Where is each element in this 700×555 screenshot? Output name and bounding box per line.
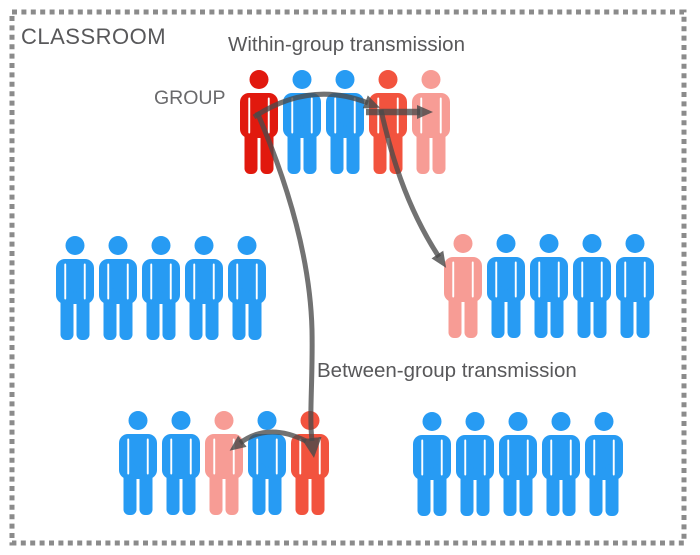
group-mid-right: [444, 234, 654, 338]
person-icon-exposed_pink: [205, 411, 243, 515]
person-icon-susceptible_blue: [456, 412, 494, 516]
group-bottom-left: [119, 411, 329, 515]
between-group-transmission-label: Between-group transmission: [317, 359, 577, 382]
arrow-within-bottom-arc: [229, 429, 308, 451]
person-icon-susceptible_blue: [228, 236, 266, 340]
arrow-within-top-arc: [252, 91, 381, 120]
group-bottom-right: [413, 412, 623, 516]
person-icon-susceptible_blue: [326, 70, 364, 174]
person-icon-susceptible_blue: [499, 412, 537, 516]
person-icon-susceptible_blue: [530, 234, 568, 338]
person-icon-susceptible_blue: [413, 412, 451, 516]
person-icon-susceptible_blue: [542, 412, 580, 516]
person-icon-susceptible_blue: [56, 236, 94, 340]
person-icon-susceptible_blue: [585, 412, 623, 516]
person-icon-susceptible_blue: [248, 411, 286, 515]
arrow-between-to-mid-right: [378, 109, 447, 268]
person-icon-susceptible_blue: [616, 234, 654, 338]
person-icon-susceptible_blue: [162, 411, 200, 515]
person-icon-susceptible_blue: [119, 411, 157, 515]
within-group-transmission-label: Within-group transmission: [228, 33, 465, 56]
person-icon-susceptible_blue: [142, 236, 180, 340]
person-icon-susceptible_blue: [573, 234, 611, 338]
person-icon-susceptible_blue: [487, 234, 525, 338]
group-mid-left: [56, 236, 266, 340]
person-icon-exposed_pink: [444, 234, 482, 338]
classroom-label: CLASSROOM: [21, 24, 167, 49]
group-label: GROUP: [154, 87, 226, 109]
person-icon-susceptible_blue: [283, 70, 321, 174]
arrow-between-long: [254, 111, 322, 458]
person-icon-susceptible_blue: [185, 236, 223, 340]
person-icon-susceptible_blue: [99, 236, 137, 340]
